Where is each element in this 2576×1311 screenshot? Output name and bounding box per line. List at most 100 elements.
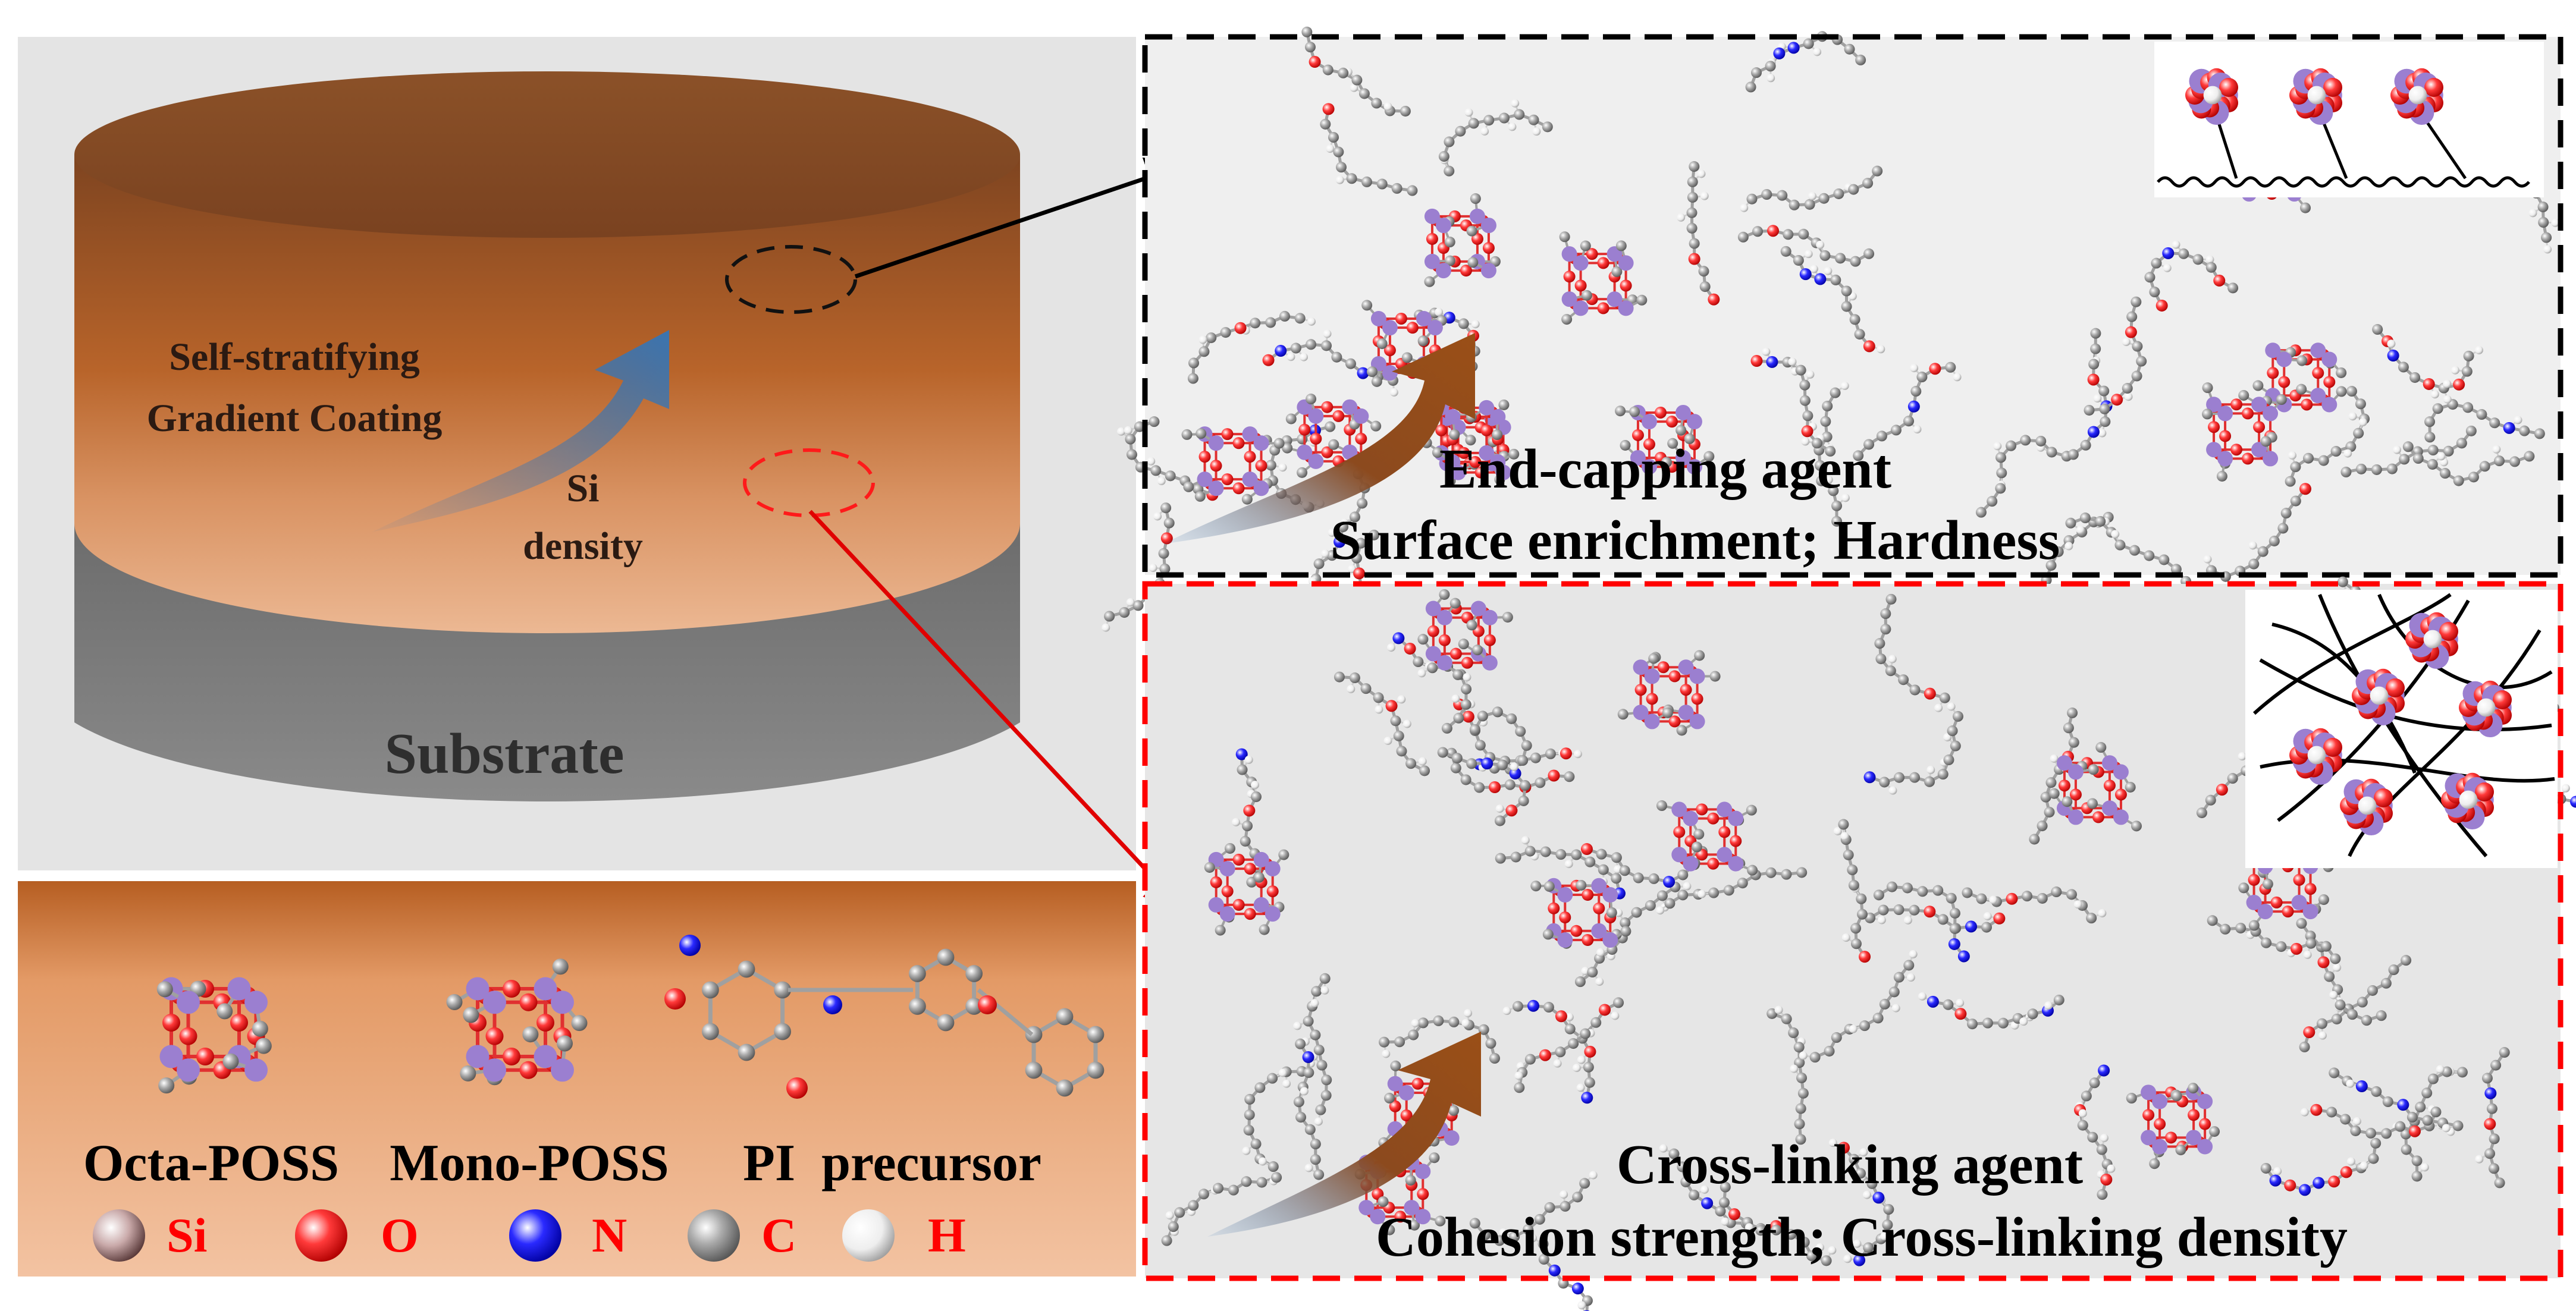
atom-c	[2427, 458, 2438, 470]
atom-c	[1939, 692, 1950, 703]
atom-o	[1954, 1008, 1967, 1020]
atom-si	[1425, 646, 1441, 662]
atom-c	[1319, 973, 1331, 984]
atom-c	[2079, 513, 2091, 524]
atom-h	[1335, 175, 1344, 184]
atom-c	[1358, 88, 1370, 99]
atom-c	[2355, 463, 2367, 474]
atom-c	[1429, 1152, 1440, 1164]
atom-c	[2086, 913, 2097, 924]
atom-c	[1689, 1189, 1700, 1200]
atom-c	[2340, 466, 2352, 477]
atom-c	[2220, 923, 2231, 935]
atom-si	[2251, 397, 2267, 413]
atom-c	[2062, 796, 2073, 807]
atom-c	[1508, 448, 1520, 460]
atom-c	[1544, 1202, 1555, 1213]
atom-h	[1859, 1147, 1868, 1156]
atom-c	[1667, 438, 1678, 449]
atom-h	[2288, 451, 2296, 460]
atom-si	[1633, 659, 1649, 675]
atom-h	[1804, 250, 1813, 259]
atom-o	[1400, 1109, 1413, 1121]
atom-c	[1391, 183, 1402, 194]
atom-c	[1295, 1112, 1307, 1123]
atom-c	[2424, 432, 2436, 443]
atom-si	[1573, 300, 1589, 316]
atom-si	[1208, 480, 1224, 496]
atom-c	[1686, 207, 1698, 218]
atom-c	[2129, 545, 2140, 556]
atom-o	[2114, 788, 2127, 801]
atom-n	[1799, 268, 1812, 281]
atom-si	[1480, 263, 1496, 279]
atom-c	[2541, 232, 2552, 243]
atom-c	[1747, 864, 1758, 876]
atom-si	[2263, 451, 2279, 467]
atom-c	[1880, 624, 1891, 635]
atom-o	[536, 1014, 554, 1032]
atom-o	[1924, 906, 1936, 918]
atom-c	[2299, 1041, 2310, 1052]
atom-h	[1480, 127, 1489, 136]
atom-h	[1799, 1051, 1808, 1060]
atom-c	[1361, 176, 1372, 187]
atom-c	[2144, 550, 2155, 561]
atom-c	[2296, 355, 2308, 366]
atom-n	[1581, 1092, 1593, 1104]
atom-c	[1937, 769, 1949, 780]
cross-linking-title: Cross-linking agent	[1617, 1134, 2083, 1196]
atom-si	[1353, 408, 1369, 424]
atom-h	[2203, 86, 2222, 105]
atom-h	[1147, 457, 1156, 466]
atom-c	[2456, 1067, 2468, 1078]
density-label: density	[523, 524, 643, 568]
atom-c	[1863, 439, 1875, 450]
atom-si	[2291, 894, 2307, 910]
atom-c	[2131, 820, 2142, 832]
atom-c	[2122, 383, 2133, 394]
atom-c	[1880, 608, 1891, 620]
atom-c	[1311, 986, 1322, 997]
atom-si	[244, 1058, 268, 1082]
atom-c	[2443, 445, 2454, 457]
atom-c	[2045, 559, 2057, 571]
atom-o	[2291, 942, 2303, 955]
atom-c	[1668, 1148, 1680, 1159]
atom-h	[2348, 412, 2357, 421]
atom-c	[2461, 366, 2473, 377]
atom-c	[2196, 807, 2207, 819]
atom-h	[1258, 1157, 1267, 1166]
atom-h	[2561, 784, 2570, 793]
atom-c	[1310, 1154, 1321, 1165]
atom-o	[1262, 354, 1275, 366]
atom-c	[2227, 773, 2238, 784]
atom-c	[2371, 464, 2382, 475]
atom-h	[1232, 818, 1241, 826]
atom-o	[1584, 1045, 1596, 1058]
atom-c	[1328, 439, 1339, 450]
atom-c	[1703, 451, 1715, 462]
atom-o	[1244, 908, 1256, 920]
atom-si	[1678, 659, 1694, 675]
atom-c	[2453, 475, 2464, 486]
atom-c	[1613, 997, 1624, 1008]
atom-o	[2248, 873, 2260, 886]
atom-c	[1250, 791, 1262, 803]
atom-o	[1394, 1211, 1407, 1223]
atom-o	[1395, 312, 1407, 325]
atom-c	[2318, 894, 2329, 906]
atom-h	[1326, 144, 1335, 153]
atom-c	[2202, 408, 2213, 420]
atom-o	[2304, 883, 2317, 895]
atom-o	[1696, 803, 1708, 816]
atom-c	[2427, 1073, 2439, 1084]
atom-si	[1607, 291, 1623, 307]
atom-c	[937, 1014, 955, 1032]
atom-c	[1560, 1200, 1571, 1212]
atom-n	[1509, 767, 1521, 779]
atom-si	[1641, 414, 1657, 430]
atom-h	[1463, 672, 1471, 681]
atom-c	[463, 1007, 479, 1023]
atom-c	[1561, 314, 1573, 325]
